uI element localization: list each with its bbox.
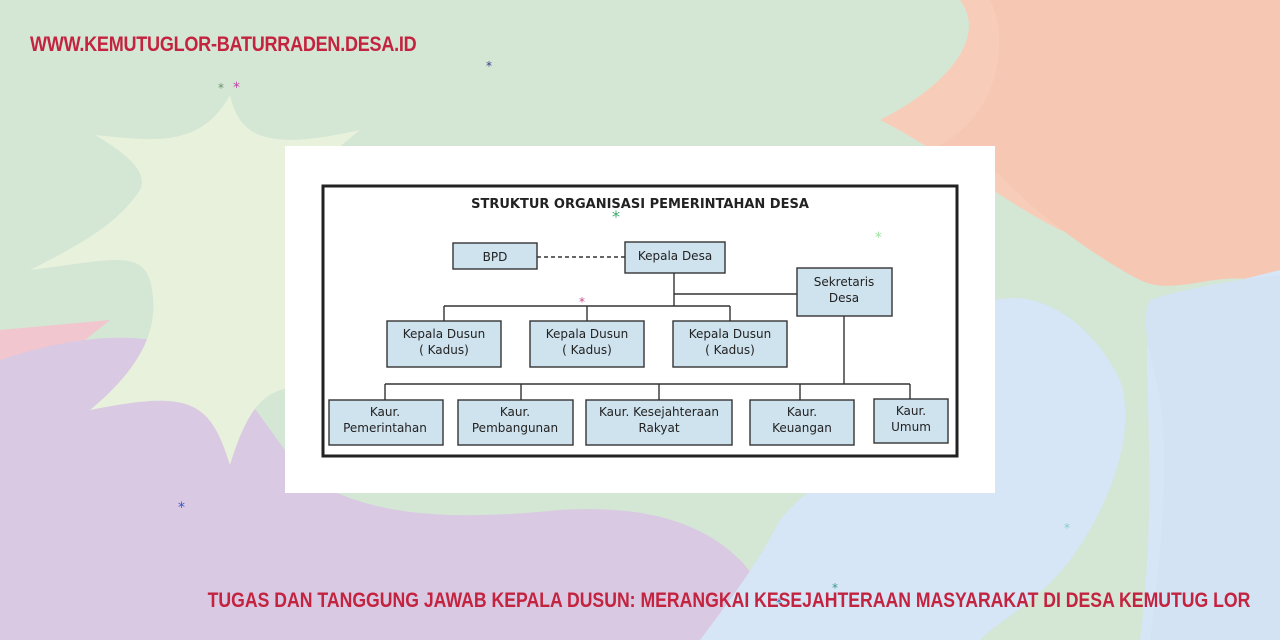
node-kepala-dusun-3: Kepala Dusun ( Kadus) <box>672 320 788 368</box>
purple-blob <box>0 337 759 640</box>
node-kepala-dusun-1: Kepala Dusun ( Kadus) <box>386 320 502 368</box>
svg-text:Kaur.: Kaur. <box>787 405 817 419</box>
svg-text:*: * <box>776 596 782 610</box>
svg-text:Desa: Desa <box>829 291 859 305</box>
node-kaur-umum: Kaur. Umum <box>873 398 949 444</box>
svg-text:*: * <box>832 581 838 595</box>
node-kepala-dusun-2: Kepala Dusun ( Kadus) <box>529 320 645 368</box>
node-bpd: BPD <box>452 242 538 270</box>
svg-text:Kepala Dusun: Kepala Dusun <box>689 327 771 341</box>
node-kepala-desa: Kepala Desa <box>624 241 726 274</box>
article-title[interactable]: TUGAS DAN TANGGUNG JAWAB KEPALA DUSUN: M… <box>207 589 1250 612</box>
svg-text:Kepala Desa: Kepala Desa <box>638 249 712 263</box>
sparkle-decoration: * <box>875 230 882 246</box>
node-kaur-pembangunan: Kaur. Pembangunan <box>457 399 574 446</box>
svg-text:Kaur.: Kaur. <box>896 404 926 418</box>
org-chart-diagram: STRUKTUR ORGANISASI PEMERINTAHAN DESA BP… <box>321 184 959 458</box>
node-kaur-kesejahteraan: Kaur. Kesejahteraan Rakyat <box>585 399 733 446</box>
diagram-frame <box>321 184 959 458</box>
node-kaur-keuangan: Kaur. Keuangan <box>749 399 855 446</box>
svg-text:( Kadus): ( Kadus) <box>562 343 612 357</box>
sparkle-decoration: * <box>612 207 620 226</box>
node-kaur-pemerintahan: Kaur. Pemerintahan <box>328 399 444 446</box>
svg-text:Sekretaris: Sekretaris <box>814 275 875 289</box>
sparkle-decoration: * <box>579 295 585 309</box>
svg-text:Kaur.: Kaur. <box>500 405 530 419</box>
site-url[interactable]: WWW.KEMUTUGLOR-BATURRADEN.DESA.ID <box>30 33 417 56</box>
svg-text:*: * <box>218 81 224 95</box>
svg-text:Kepala Dusun: Kepala Dusun <box>403 327 485 341</box>
svg-text:Pemerintahan: Pemerintahan <box>343 421 427 435</box>
svg-text:( Kadus): ( Kadus) <box>705 343 755 357</box>
svg-text:Keuangan: Keuangan <box>772 421 832 435</box>
node-sekretaris-desa: Sekretaris Desa <box>796 267 893 317</box>
svg-text:*: * <box>486 59 492 73</box>
svg-text:*: * <box>178 500 185 516</box>
svg-text:*: * <box>233 80 240 96</box>
svg-text:Umum: Umum <box>891 420 931 434</box>
org-chart-card: STRUKTUR ORGANISASI PEMERINTAHAN DESA BP… <box>285 146 995 493</box>
svg-text:*: * <box>1064 521 1070 535</box>
svg-text:( Kadus): ( Kadus) <box>419 343 469 357</box>
svg-text:BPD: BPD <box>483 250 508 264</box>
svg-text:Pembangunan: Pembangunan <box>472 421 558 435</box>
star-shape <box>30 95 360 465</box>
svg-text:Kepala Dusun: Kepala Dusun <box>546 327 628 341</box>
svg-text:Kaur.: Kaur. <box>370 405 400 419</box>
svg-text:Rakyat: Rakyat <box>638 421 679 435</box>
svg-text:Kaur. Kesejahteraan: Kaur. Kesejahteraan <box>599 405 719 419</box>
diagram-title: STRUKTUR ORGANISASI PEMERINTAHAN DESA <box>471 197 809 212</box>
